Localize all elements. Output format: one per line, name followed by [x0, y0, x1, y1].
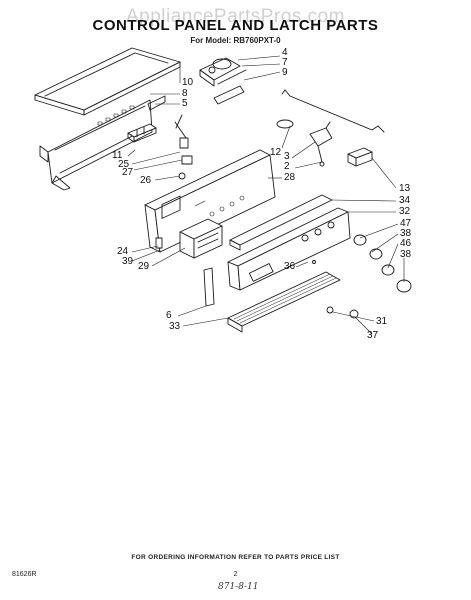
terminal-block [127, 123, 157, 143]
handwritten-note: 871-8-11 [218, 582, 259, 592]
watermark: AppliancePartsPros.com [125, 6, 346, 27]
ordering-note: FOR ORDERING INFORMATION REFER TO PARTS … [131, 554, 340, 561]
part-label-12: 12 [270, 147, 282, 158]
vent-grille [227, 271, 341, 333]
part-label-26: 26 [140, 175, 152, 186]
latch-motor-assembly [199, 57, 247, 105]
part-label-10: 10 [182, 77, 194, 88]
latch-handle [203, 267, 215, 307]
part-label-37: 37 [367, 330, 379, 341]
part-label-34: 34 [399, 195, 411, 206]
control-panel-front [227, 207, 351, 291]
part-label-38-lower: 38 [400, 249, 412, 260]
part-label-33: 33 [169, 321, 181, 332]
part-label-3: 3 [284, 151, 290, 162]
part-label-11: 11 [112, 150, 123, 161]
latch-rod [281, 89, 385, 133]
part-label-5: 5 [182, 98, 188, 109]
part-label-13: 13 [399, 183, 411, 194]
part-label-24: 24 [117, 246, 129, 257]
part-label-9: 9 [282, 67, 288, 78]
part-label-27: 27 [122, 167, 134, 178]
model-subtitle: For Model: RB760PXT-0 [190, 36, 281, 45]
part-label-7: 7 [282, 57, 288, 68]
part-label-36: 36 [284, 261, 296, 272]
diagram-code: 81626R [12, 571, 37, 578]
part-label-31: 31 [376, 316, 388, 327]
part-label-39: 39 [122, 256, 134, 267]
part-label-4: 4 [282, 47, 288, 58]
main-control-panel [144, 149, 276, 253]
part-label-2: 2 [284, 161, 290, 172]
part-label-28: 28 [284, 172, 296, 183]
part-label-6: 6 [166, 310, 172, 321]
part-label-8: 8 [182, 88, 188, 99]
small-hardware [174, 114, 193, 180]
top-cover-panel [34, 47, 181, 116]
latch-parts [276, 119, 333, 167]
clock-timer [179, 218, 223, 259]
diagram-title: CONTROL PANEL AND LATCH PARTS [92, 17, 379, 34]
part-label-38-upper: 38 [400, 228, 412, 239]
page-number: 2 [233, 571, 238, 578]
door-switch [347, 147, 373, 167]
part-label-47: 47 [400, 218, 412, 229]
part-label-29: 29 [138, 261, 150, 272]
part-label-32: 32 [399, 206, 411, 217]
part-label-25: 25 [118, 159, 130, 170]
part-label-46: 46 [400, 238, 412, 249]
knob-stem [155, 237, 163, 249]
